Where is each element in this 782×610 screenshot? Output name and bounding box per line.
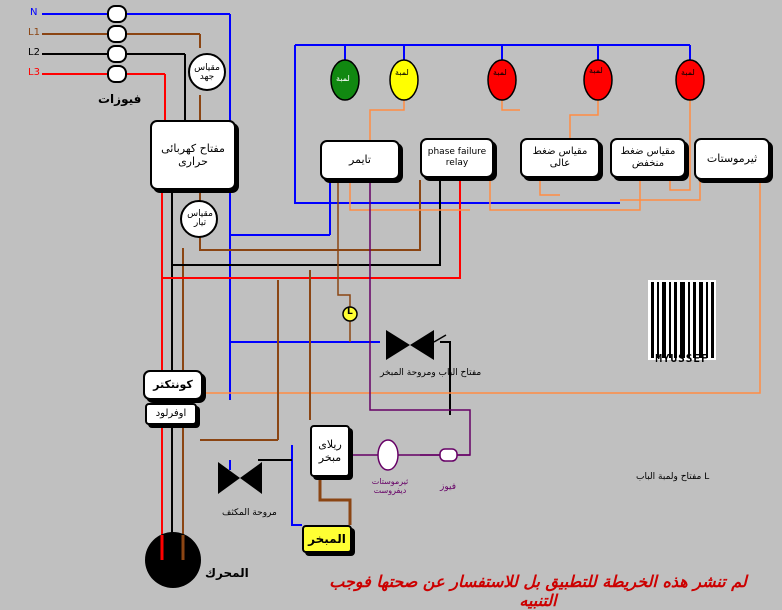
warning-text: لم تنشر هذه الخريطة للتطبيق بل للاستفسار… (329, 572, 747, 610)
thermal-switch-box: مفتاح كهربائى حرارى (150, 120, 236, 190)
overload-box: اوفرلود (145, 403, 197, 425)
fuse-l1[interactable] (107, 25, 127, 43)
lamp-yellow (389, 59, 419, 101)
fuse-small-label: فيوز (440, 482, 457, 492)
high-pressure-label: مقياس ضغط عالى (532, 146, 588, 169)
door-lamp-switch-label: مفتاح ولمبة الباب L (636, 472, 710, 482)
timer-box: تايمر (320, 140, 400, 180)
timer-label: تايمر (349, 153, 371, 167)
lamp-l-label: L (347, 307, 353, 317)
overload-label: اوفرلود (155, 408, 187, 419)
lamp-label-3: لمبة (493, 68, 507, 77)
phase-relay-label: phase failure relay (427, 147, 487, 168)
voltmeter-circle (188, 53, 226, 91)
lamp-red-1 (487, 59, 517, 101)
low-pressure-label: مقياس ضغط منخفض (620, 146, 676, 169)
condenser-fan-icon (218, 462, 240, 494)
defrost-thermostat-label: ثيرموستات ديفروست (371, 477, 409, 495)
logo-text: MYUSSEF (655, 352, 709, 365)
door-fan-icon (386, 330, 410, 360)
fuse-group (107, 5, 127, 83)
high-pressure-box: مقياس ضغط عالى (520, 138, 600, 178)
lamp-label-5: لمبة (681, 68, 695, 77)
low-pressure-box: مقياس ضغط منخفض (610, 138, 686, 178)
door-switch-label: مفتاح الباب ومروحة المبخر (380, 368, 482, 378)
defrost-thermostat-circle (377, 439, 399, 471)
voltmeter-label: مقياس جهد (194, 63, 220, 82)
evap-relay-box: ريلاى مبخر (310, 425, 350, 477)
contactor-label: كونتكتر (153, 378, 193, 392)
label-l3: L3 (28, 67, 40, 78)
fuses-label: فيوزات (98, 92, 142, 106)
thermal-switch-label: مفتاح كهربائى حرارى (161, 141, 225, 168)
lamp-red-3 (675, 59, 705, 101)
lamp-group (330, 59, 705, 101)
fuse-n[interactable] (107, 5, 127, 23)
lamp-green (330, 59, 360, 101)
evap-relay-label: ريلاى مبخر (318, 437, 342, 464)
condenser-fan-label: مروحة المكثف (222, 508, 277, 518)
fuse-l2[interactable] (107, 45, 127, 63)
label-n: N (30, 7, 38, 18)
evaporator-box: المبخر (302, 525, 352, 553)
label-l1: L1 (28, 27, 40, 38)
ammeter-circle (180, 200, 218, 238)
lamp-label-4: لمبة (589, 66, 603, 75)
label-l2: L2 (28, 47, 40, 58)
logo-image (648, 280, 716, 360)
lamp-label-2: لمبة (395, 68, 409, 77)
contactor-box: كونتكتر (143, 370, 203, 400)
small-fuse (439, 448, 458, 462)
lamp-red-2 (583, 59, 613, 101)
evaporator-label: المبخر (308, 531, 346, 546)
lamp-l (342, 306, 358, 322)
fuse-l3[interactable] (107, 65, 127, 83)
thermostat-box: ثيرموستات (694, 138, 770, 180)
motor-circle (145, 532, 201, 588)
ammeter-label: مقياس تيار (187, 209, 213, 228)
phase-relay-box: phase failure relay (420, 138, 494, 178)
thermostat-label: ثيرموستات (706, 152, 758, 166)
motor-label: المحرك (205, 566, 249, 580)
lamp-label-1: لمبة (336, 74, 350, 83)
